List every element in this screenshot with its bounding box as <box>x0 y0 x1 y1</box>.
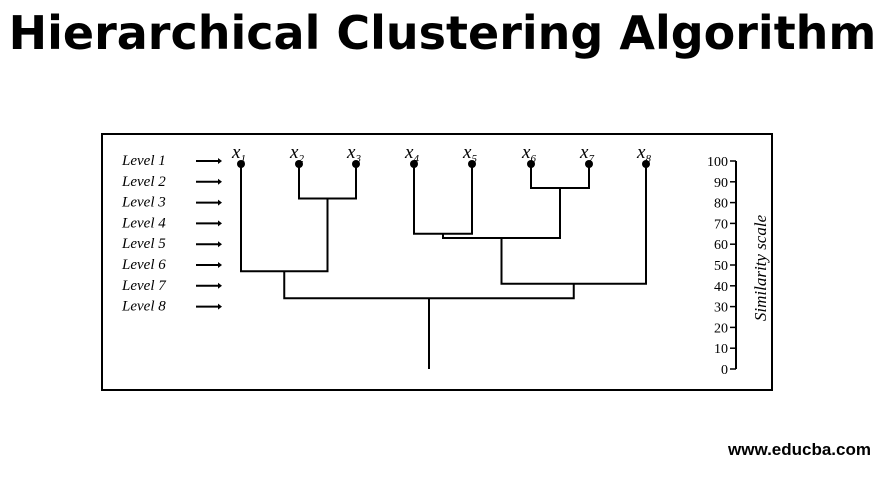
scale-tick-label: 40 <box>714 280 728 295</box>
dendrogram-link-6 <box>500 164 647 285</box>
level-label: Level 6 <box>121 257 166 273</box>
leaf-label-8: x8 <box>636 142 651 165</box>
level-label: Level 1 <box>121 153 166 169</box>
scale-tick-label: 20 <box>714 321 728 336</box>
level-label: Level 7 <box>121 278 167 294</box>
level-arrow-head <box>218 178 222 185</box>
dendrogram-link-2 <box>530 164 590 190</box>
level-label: Level 2 <box>121 174 166 190</box>
level-arrow-head <box>218 282 222 289</box>
scale-tick-label: 90 <box>714 176 728 191</box>
page-title: Hierarchical Clustering Algorithm <box>8 6 877 60</box>
leaf-label-2: x2 <box>289 142 304 165</box>
level-label: Level 4 <box>121 215 166 231</box>
dendrogram-link-1 <box>298 164 357 200</box>
dendrogram-frame <box>101 133 773 391</box>
level-label: Level 3 <box>121 195 166 211</box>
scale-tick-label: 30 <box>714 301 728 316</box>
dendrogram-link-4 <box>240 164 329 273</box>
dendrogram-link-5 <box>442 188 561 239</box>
scale-tick-label: 10 <box>714 342 728 357</box>
scale-tick-label: 0 <box>721 363 728 378</box>
level-label: Level 5 <box>121 236 166 252</box>
level-arrow-head <box>218 199 222 206</box>
level-arrow-head <box>218 303 222 310</box>
dendrogram-link-7 <box>283 271 575 300</box>
level-arrow-head <box>218 241 222 248</box>
leaf-label-1: x1 <box>231 142 246 165</box>
leaf-label-6: x6 <box>521 142 536 165</box>
scale-tick-label: 80 <box>714 197 728 212</box>
leaf-label-7: x7 <box>579 142 594 165</box>
scale-tick-label: 70 <box>714 217 728 232</box>
level-label: Level 8 <box>121 299 166 315</box>
dendrogram-link-3 <box>413 164 473 235</box>
level-arrow-head <box>218 262 222 268</box>
scale-tick-label: 100 <box>707 155 728 170</box>
level-arrow-head <box>218 220 222 227</box>
scale-tick-label: 50 <box>714 259 728 274</box>
leaf-label-3: x3 <box>346 142 361 165</box>
level-arrow-head <box>218 158 222 164</box>
scale-tick-label: 60 <box>714 238 728 253</box>
scale-label: Similarity scale <box>751 214 770 321</box>
footer-url: www.educba.com <box>728 440 871 459</box>
leaf-label-5: x5 <box>462 142 477 165</box>
leaf-label-4: x4 <box>404 142 419 165</box>
